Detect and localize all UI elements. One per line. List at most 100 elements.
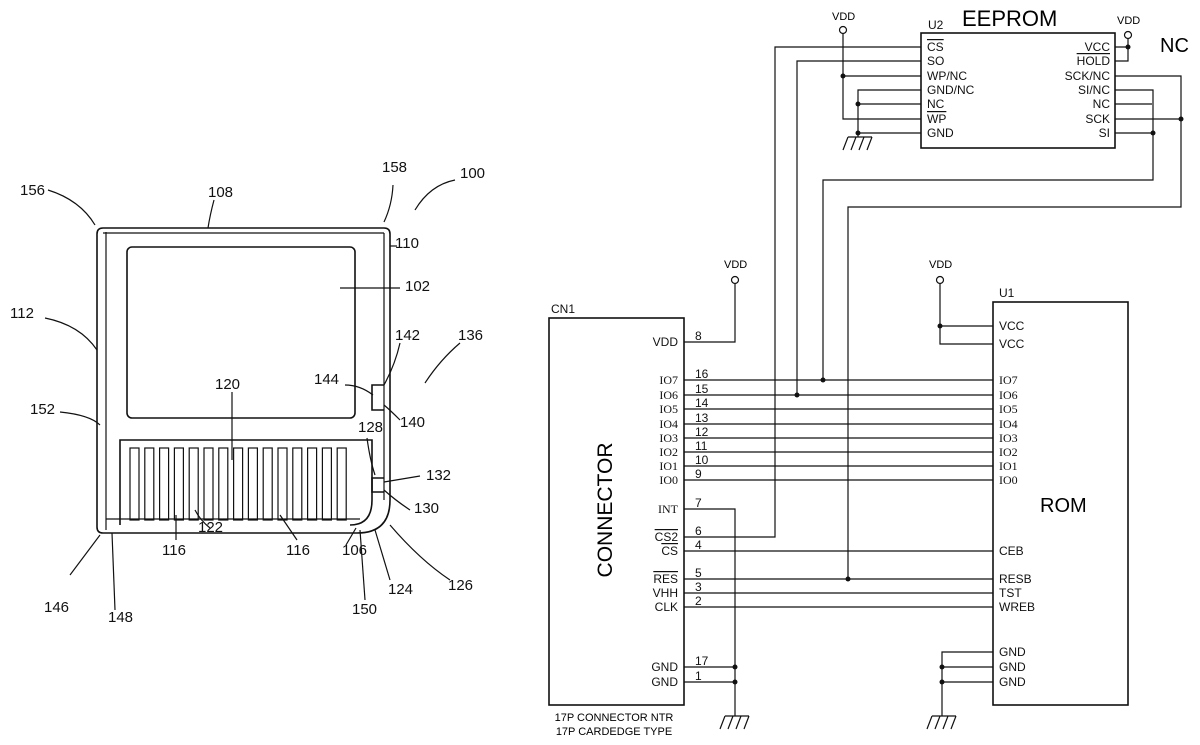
connector-title: CONNECTOR <box>594 443 617 578</box>
contact-terminal <box>204 448 213 520</box>
vdd-terminal <box>840 27 847 34</box>
eeprom-pin-label: CS <box>927 40 944 54</box>
reference-labels: 1561081581001101021121421361441201401521… <box>10 159 485 626</box>
rom-pin-label: IO1 <box>999 459 1018 473</box>
rom-pin-label: WREB <box>999 600 1035 614</box>
eeprom-pin-label: SCK/NC <box>1065 69 1111 83</box>
rom-pin-label: IO2 <box>999 445 1018 459</box>
wire-rom-vdd <box>940 284 993 344</box>
vdd-label-eeprom-left: VDD <box>832 11 855 23</box>
contact-terminal <box>278 448 287 520</box>
ref-label-144: 144 <box>314 371 339 388</box>
connector-pin-label: RES <box>653 572 678 586</box>
connector-pin-label: CS2 <box>655 530 679 544</box>
ref-label-120: 120 <box>215 376 240 393</box>
contact-terminal <box>219 448 228 520</box>
rom-pin-label: IO5 <box>999 402 1018 416</box>
eeprom-u2: EEPROM U2 NC VDD VDD CSSOWP/NCGND/NCNCWP… <box>832 6 1189 148</box>
contact-terminal <box>189 448 198 520</box>
connector-pin-number: 11 <box>695 439 708 453</box>
eeprom-pin-label: VCC <box>1085 40 1111 54</box>
eeprom-pin-label: GND/NC <box>927 83 975 97</box>
contact-terminal <box>337 448 346 520</box>
wire-cs-eeprom <box>684 47 921 537</box>
connector-pin-number: 1 <box>695 669 702 683</box>
connector-ref: CN1 <box>551 302 575 316</box>
wire-so <box>797 61 921 395</box>
connector-pin-number: 7 <box>695 496 702 510</box>
ref-label-142: 142 <box>395 327 420 344</box>
contact-terminal <box>293 448 302 520</box>
connector-pin-number: 10 <box>695 453 709 467</box>
rom-pin-label: GND <box>999 645 1026 659</box>
connector-pin-number: 6 <box>695 524 702 538</box>
connector-pin-label: IO7 <box>659 373 678 387</box>
rom-pin-label: VCC <box>999 337 1025 351</box>
contact-terminal <box>248 448 257 520</box>
rom-pin-label: IO3 <box>999 431 1018 445</box>
connector-pin-number: 17 <box>695 654 709 668</box>
connector-pin-label: IO2 <box>659 445 678 459</box>
ref-label-158: 158 <box>382 159 407 176</box>
ground-icon <box>927 716 956 729</box>
label-area-102 <box>127 247 355 418</box>
connector-pin-number: 3 <box>695 580 702 594</box>
eeprom-pin-label: SCK <box>1085 112 1110 126</box>
connector-pin-label: IO3 <box>659 431 678 445</box>
connector-pin-number: 5 <box>695 566 702 580</box>
eeprom-ref: U2 <box>928 18 944 32</box>
ref-label-130: 130 <box>414 500 439 517</box>
rom-pin-label: GND <box>999 675 1026 689</box>
connector-pin-label: IO0 <box>659 473 678 487</box>
connector-pin-number: 12 <box>695 425 709 439</box>
contact-terminal <box>322 448 331 520</box>
wire-gnd-eeprom <box>858 90 921 137</box>
ref-label-156: 156 <box>20 182 45 199</box>
ref-label-146: 146 <box>44 599 69 616</box>
connector-pin-label: IO6 <box>659 388 678 402</box>
connector-pin-label: VHH <box>653 586 678 600</box>
connector-pin-label: CLK <box>655 600 678 614</box>
wire-cn-gnd <box>684 509 735 716</box>
connector-cn1: CN1 CONNECTOR 17P CONNECTOR NTR 17P CARD… <box>549 259 747 738</box>
connector-pin-label: IO1 <box>659 459 678 473</box>
connector-pin-label: GND <box>651 675 678 689</box>
eeprom-pin-label: SI/NC <box>1078 83 1110 97</box>
rom-title: ROM <box>1040 495 1087 517</box>
ref-label-124: 124 <box>388 581 413 598</box>
contact-terminal <box>160 448 169 520</box>
rom-pin-label: IO4 <box>999 417 1018 431</box>
connector-footer-1: 17P CONNECTOR NTR <box>555 712 674 724</box>
vdd-label-connector: VDD <box>724 259 747 271</box>
ref-label-126: 126 <box>448 577 473 594</box>
connector-footer-2: 17P CARDEDGE TYPE <box>556 726 672 738</box>
contact-terminal <box>145 448 154 520</box>
ref-label-128: 128 <box>358 419 383 436</box>
connector-pin-number: 8 <box>695 329 702 343</box>
eeprom-title: EEPROM <box>962 6 1057 31</box>
rom-pin-label: IO6 <box>999 388 1018 402</box>
eeprom-pin-label: HOLD <box>1077 54 1111 68</box>
vdd-label-rom: VDD <box>929 259 952 271</box>
notch-130 <box>372 478 384 492</box>
ref-label-110: 110 <box>395 235 419 252</box>
connector-pin-label: GND <box>651 660 678 674</box>
connector-pin-label: IO4 <box>659 417 678 431</box>
wire-vdd-vcc-hold <box>1115 39 1128 61</box>
rom-pin-label: IO0 <box>999 473 1018 487</box>
contact-terminals <box>130 448 346 520</box>
vdd-label-eeprom-right: VDD <box>1117 15 1140 27</box>
connector-pin-number: 9 <box>695 467 702 481</box>
ref-label-108: 108 <box>208 184 233 201</box>
ref-label-150: 150 <box>352 601 377 618</box>
connector-pin-label: IO5 <box>659 402 678 416</box>
rom-pin-label: CEB <box>999 544 1024 558</box>
rom-pin-label: IO7 <box>999 373 1018 387</box>
ref-label-100: 100 <box>460 165 485 182</box>
ref-label-136: 136 <box>458 327 483 344</box>
wire-rom-gnd <box>942 652 993 716</box>
rom-pin-label: RESB <box>999 572 1032 586</box>
vdd-terminal <box>1125 32 1132 39</box>
connector-pin-label: VDD <box>653 335 679 349</box>
